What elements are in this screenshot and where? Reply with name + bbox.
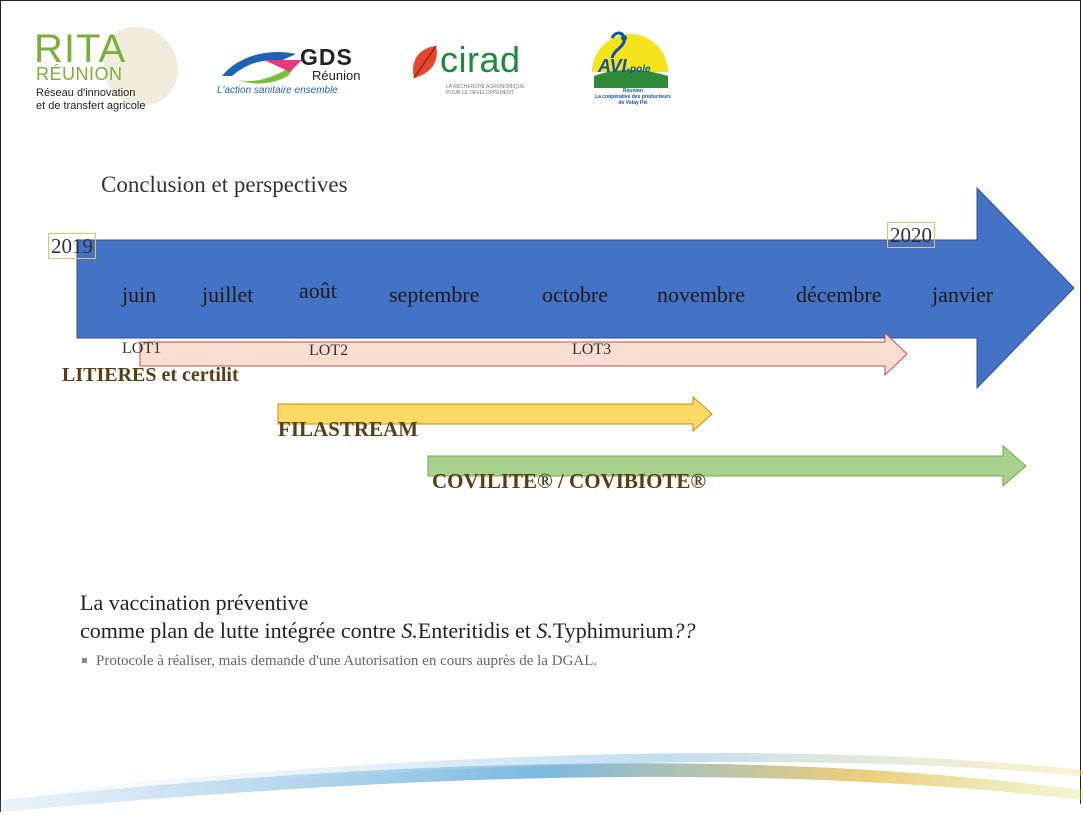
cirad-logo-title: cirad <box>440 39 521 80</box>
avipole-tagline-line-3: de Volay Péi <box>618 100 648 106</box>
avipole-tagline-line-1: Réunion <box>623 88 643 94</box>
gds-logo-subtitle: Réunion <box>312 68 361 83</box>
avipole-suffix: -pole <box>626 64 651 75</box>
lot-label: LOT1 <box>122 340 162 357</box>
month-label: décembre <box>796 282 882 307</box>
month-label: octobre <box>542 282 608 307</box>
covilite-label: COVILITE® / COVIBIOTE® <box>432 469 707 493</box>
bullet-marker <box>82 658 87 663</box>
protocol-bullet: Protocole à réaliser, mais demande d'une… <box>96 653 598 669</box>
covilite-bar <box>427 444 1027 488</box>
rita-logo-shape <box>104 27 178 105</box>
vaccination-genus-2: S. <box>536 618 553 643</box>
avipole-logo-title: AVI-pole <box>598 56 651 77</box>
vaccination-text-a: comme plan de lutte intégrée contre <box>80 618 402 643</box>
litieres-label: LITIERES et certilit <box>62 364 239 386</box>
cirad-leaf-icon <box>412 45 437 79</box>
month-label: juin <box>122 282 157 307</box>
cirad-logo-tagline: LA RECHERCHE AGRONOMIQUE POUR LE DÉVELOP… <box>446 84 525 96</box>
decorative-swoosh <box>0 753 1083 820</box>
vaccination-genus-1: S. <box>401 618 418 643</box>
rita-logo-title: RITA <box>34 27 127 71</box>
month-label: juillet <box>202 282 254 307</box>
litieres-bar <box>139 331 908 377</box>
gds-logo-icon <box>222 52 302 84</box>
gds-logo-title: GDS <box>300 44 353 70</box>
rita-logo-description: Réseau d'innovation et de transfert agri… <box>36 87 145 113</box>
year-end-label: 2020 <box>887 222 935 248</box>
vaccination-heading-line-2: comme plan de lutte intégrée contre S.En… <box>80 618 696 644</box>
month-label: janvier <box>932 282 994 307</box>
rita-desc-line-1: Réseau d'innovation <box>36 87 136 99</box>
vaccination-enteritidis: Enteritidis et <box>417 618 537 643</box>
month-label: août <box>299 278 337 303</box>
timeline-arrow <box>76 186 1075 390</box>
rita-logo-subtitle: RÉUNION <box>36 64 123 84</box>
avipole-name: AVI <box>598 56 627 76</box>
avipole-logo-icon <box>592 31 668 88</box>
cirad-tagline-line-1: LA RECHERCHE AGRONOMIQUE <box>446 84 525 90</box>
gds-logo-tagline: L'action sanitaire ensemble <box>217 85 338 96</box>
month-label: novembre <box>657 282 745 307</box>
filastream-bar <box>277 395 713 433</box>
vaccination-question: ?? <box>673 618 696 643</box>
vaccination-heading-line-1: La vaccination préventive <box>80 590 309 615</box>
year-start-label: 2019 <box>48 233 96 259</box>
lot-label: LOT2 <box>309 342 349 359</box>
slide-title: Conclusion et perspectives <box>101 172 348 197</box>
vaccination-typhimurium: Typhimurium <box>552 618 674 643</box>
avipole-logo-tagline: Réunion La coopérative des producteurs d… <box>590 88 676 106</box>
lot-label: LOT3 <box>572 341 612 358</box>
avipole-tagline-line-2: La coopérative des producteurs <box>595 94 671 100</box>
cirad-tagline-line-2: POUR LE DÉVELOPPEMENT <box>446 90 514 96</box>
rita-desc-line-2: et de transfert agricole <box>36 100 146 112</box>
month-label: septembre <box>389 282 480 307</box>
filastream-label: FILASTREAM <box>278 417 419 441</box>
